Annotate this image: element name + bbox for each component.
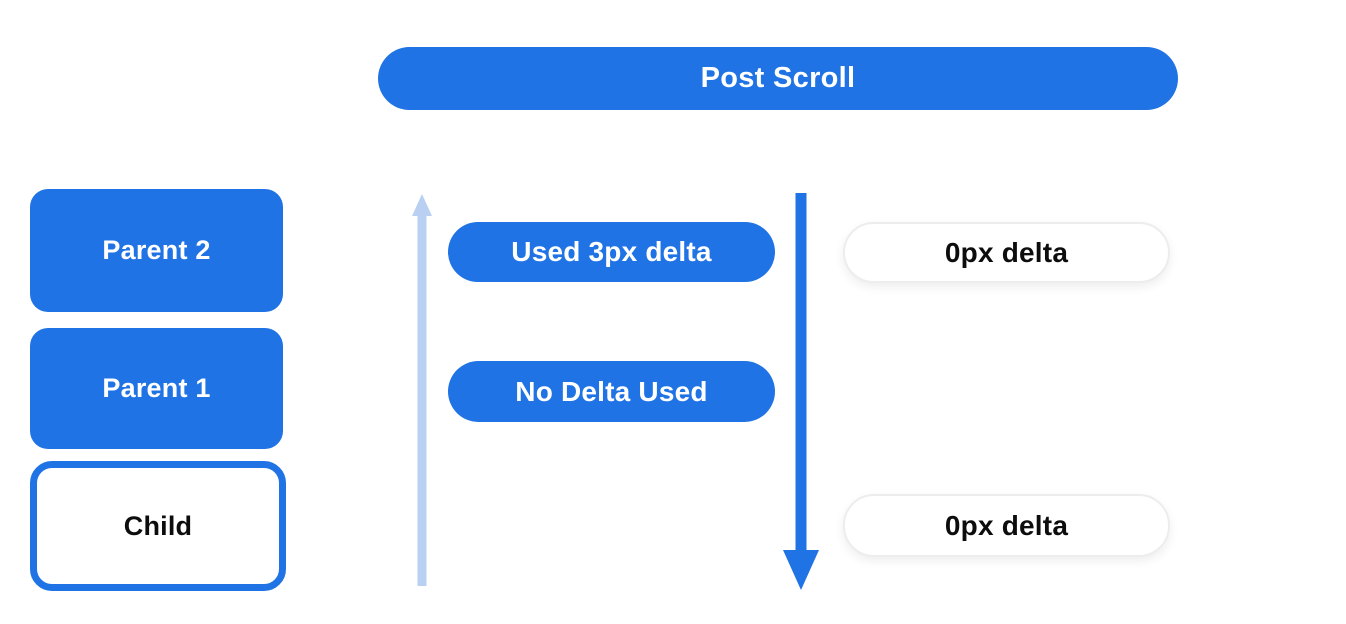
pill-0px-delta-bottom: 0px delta	[843, 494, 1170, 557]
arrow-down-icon	[783, 193, 819, 590]
pill-no-delta-used: No Delta Used	[448, 361, 775, 422]
diagram-title: Post Scroll	[378, 47, 1178, 110]
node-parent2: Parent 2	[30, 189, 283, 312]
pill-used-3px-delta: Used 3px delta	[448, 222, 775, 282]
arrow-up-icon	[412, 194, 432, 586]
node-child: Child	[30, 461, 286, 591]
node-parent1: Parent 1	[30, 328, 283, 449]
pill-0px-delta-top: 0px delta	[843, 222, 1170, 283]
